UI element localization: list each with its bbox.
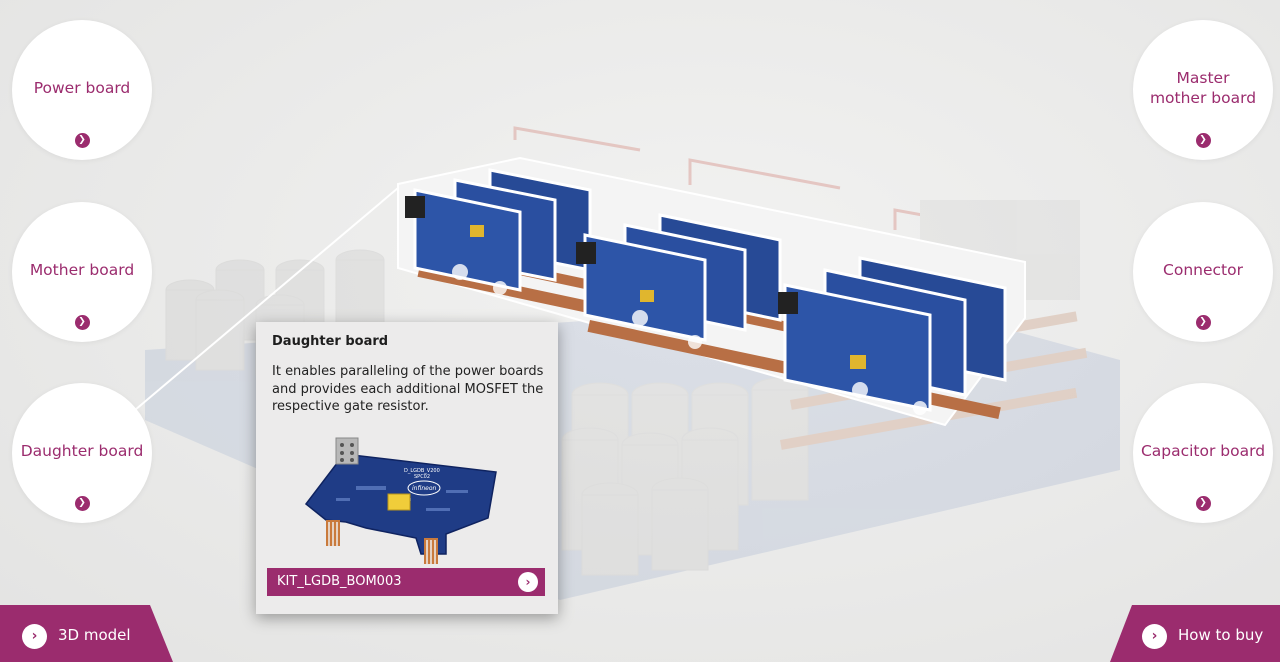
node-connector[interactable]: Connector ❯ bbox=[1133, 202, 1273, 342]
daughter-board-image: D_LGDB_V200 SPC02 infineon bbox=[304, 437, 497, 564]
pcb-text: SPC02 bbox=[414, 474, 430, 480]
chevron-right-circle-icon[interactable]: › bbox=[518, 572, 538, 592]
node-label: Mother board bbox=[29, 261, 135, 279]
pcb-text: D_LGDB_V200 bbox=[404, 468, 440, 474]
chevron-right-icon[interactable]: ❯ bbox=[74, 133, 90, 148]
3d-model-label: 3D model bbox=[58, 626, 131, 644]
card-title: Daughter board bbox=[272, 334, 389, 349]
chevron-right-circle-icon: › bbox=[1142, 624, 1167, 649]
chevron-right-icon[interactable]: ❯ bbox=[74, 315, 90, 330]
chevron-right-icon[interactable]: ❯ bbox=[1195, 315, 1211, 330]
node-label: Capacitor board bbox=[1140, 442, 1266, 460]
card-description: It enables paralleling of the power boar… bbox=[272, 364, 544, 414]
3d-model-button[interactable]: › 3D model bbox=[0, 605, 173, 662]
node-label: Daughter board bbox=[20, 442, 144, 460]
node-mother-board[interactable]: Mother board ❯ bbox=[12, 202, 152, 342]
chevron-right-icon[interactable]: ❯ bbox=[74, 496, 90, 511]
node-label: Master mother board bbox=[1149, 69, 1257, 107]
chevron-right-icon[interactable]: ❯ bbox=[1195, 133, 1211, 148]
node-capacitor-board[interactable]: Capacitor board ❯ bbox=[1133, 383, 1273, 523]
chevron-right-icon[interactable]: ❯ bbox=[1195, 496, 1211, 511]
node-label: Power board bbox=[33, 79, 131, 97]
kit-link-label: KIT_LGDB_BOM003 bbox=[277, 574, 402, 589]
node-label: Connector bbox=[1163, 261, 1243, 279]
info-card: Daughter board It enables paralleling of… bbox=[256, 322, 558, 614]
infineon-logo: infineon bbox=[412, 485, 437, 492]
node-power-board[interactable]: Power board ❯ bbox=[12, 20, 152, 160]
how-to-buy-label: How to buy bbox=[1178, 626, 1264, 644]
kit-link-button[interactable]: KIT_LGDB_BOM003 › bbox=[267, 568, 545, 596]
chevron-right-circle-icon: › bbox=[22, 624, 47, 649]
node-daughter-board[interactable]: Daughter board ❯ bbox=[12, 383, 152, 523]
node-master-mother-board[interactable]: Master mother board ❯ bbox=[1133, 20, 1273, 160]
how-to-buy-button[interactable]: › How to buy bbox=[1110, 605, 1280, 662]
